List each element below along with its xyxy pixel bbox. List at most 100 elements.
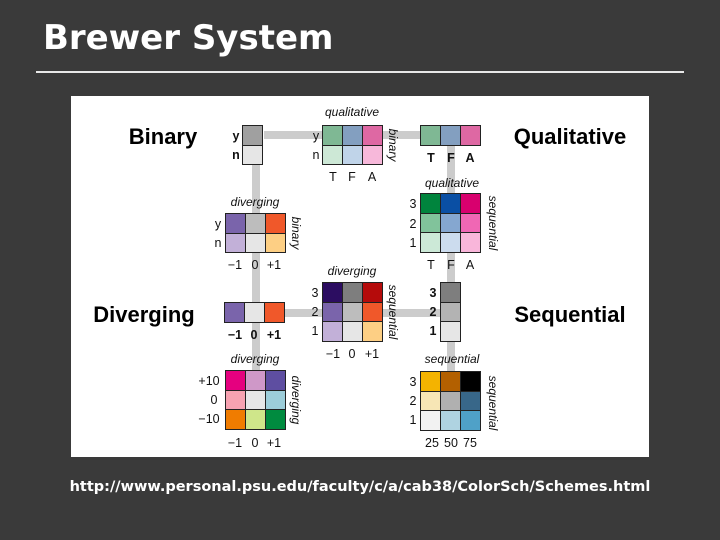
row-label: 2 [429, 305, 437, 319]
col-label: +1 [266, 436, 282, 450]
col-label: T [427, 258, 435, 272]
color-swatch-cell [266, 390, 285, 409]
color-swatch-cell [441, 213, 460, 232]
qualitative-sequential-grid [420, 193, 481, 253]
color-swatch-cell [323, 145, 342, 164]
color-swatch-cell [243, 145, 262, 164]
color-swatch-cell [461, 411, 480, 430]
color-swatch-cell [266, 233, 285, 252]
row-label: n [232, 148, 240, 162]
color-swatch-cell [266, 214, 285, 233]
color-swatch-cell [343, 283, 362, 302]
grid-top-label: diverging [230, 195, 280, 209]
grid-side-label: sequential [386, 284, 400, 340]
row-label: y [232, 129, 240, 143]
color-swatch-cell [323, 322, 342, 341]
connector-binary-diverging [252, 164, 260, 374]
col-label: A [367, 170, 377, 184]
grid-top-label: qualitative [424, 176, 480, 190]
color-swatch-cell [363, 145, 382, 164]
color-swatch-cell [323, 283, 342, 302]
color-swatch-cell [441, 322, 460, 341]
color-swatch-cell [225, 303, 244, 322]
col-label: 75 [463, 436, 477, 450]
diverging-diverging-grid [225, 370, 286, 430]
category-sequential: Sequential [514, 302, 626, 327]
color-swatch-cell [363, 126, 382, 145]
color-swatch-cell [245, 303, 264, 322]
col-label: A [465, 151, 475, 165]
color-swatch-cell [323, 126, 342, 145]
col-label: 25 [425, 436, 439, 450]
brewer-system-diagram: Binary Qualitative Diverging Sequential … [71, 96, 649, 457]
color-swatch-cell [441, 391, 460, 410]
col-label: −1 [227, 436, 243, 450]
color-swatch-cell [266, 410, 285, 429]
color-swatch-cell [421, 372, 440, 391]
col-label: 0 [250, 328, 258, 342]
col-label: −1 [325, 347, 341, 361]
grid-side-label: diverging [289, 375, 303, 425]
row-label: +10 [198, 374, 220, 388]
color-swatch-cell [343, 322, 362, 341]
category-qualitative: Qualitative [513, 124, 627, 149]
sequential-swatch [440, 282, 461, 342]
color-swatch-cell [421, 194, 440, 213]
color-swatch-cell [421, 126, 440, 145]
color-swatch-cell [246, 214, 265, 233]
color-swatch-cell [441, 194, 460, 213]
col-label: +1 [364, 347, 380, 361]
row-label: 3 [311, 286, 319, 300]
color-swatch-cell [243, 126, 262, 145]
binary-swatch [242, 125, 263, 165]
color-swatch-cell [226, 214, 245, 233]
grid-top-label: diverging [327, 264, 377, 278]
grid-side-label: sequential [486, 195, 500, 251]
color-swatch-cell [441, 372, 460, 391]
color-swatch-cell [246, 390, 265, 409]
connector-qualbin-qualitative [382, 131, 422, 139]
color-swatch-cell [265, 303, 284, 322]
color-swatch-cell [441, 302, 460, 321]
row-label: 3 [429, 286, 437, 300]
color-swatch-cell [461, 233, 480, 252]
color-swatch-cell [246, 233, 265, 252]
color-swatch-cell [421, 233, 440, 252]
col-label: F [447, 151, 455, 165]
row-label: 2 [311, 305, 319, 319]
grid-top-label: sequential [424, 352, 480, 366]
diverging-sequential-grid [322, 282, 383, 342]
qualitative-binary-grid [322, 125, 383, 165]
color-swatch-cell [421, 391, 440, 410]
grid-side-label: binary [289, 216, 303, 250]
color-swatch-cell [363, 283, 382, 302]
color-swatch-cell [323, 302, 342, 321]
row-label: 0 [210, 393, 218, 407]
slide-title: Brewer System [43, 18, 334, 58]
sequential-sequential-grid [420, 371, 481, 431]
color-swatch-cell [266, 371, 285, 390]
color-swatch-cell [363, 322, 382, 341]
connector-sequential-seqseq [447, 342, 455, 372]
color-swatch-cell [441, 126, 460, 145]
color-swatch-cell [246, 371, 265, 390]
col-label: +1 [266, 328, 282, 342]
row-label: n [312, 148, 320, 162]
color-swatch-cell [226, 390, 245, 409]
row-label: n [214, 236, 222, 250]
source-url: http://www.personal.psu.edu/faculty/c/a/… [69, 479, 651, 495]
color-swatch-cell [421, 213, 440, 232]
color-swatch-cell [461, 372, 480, 391]
grid-side-label: binary [386, 128, 400, 162]
grid-top-label: qualitative [324, 105, 380, 119]
grid-top-label: diverging [230, 352, 280, 366]
col-label: 50 [444, 436, 458, 450]
grid-side-label: sequential [486, 375, 500, 431]
col-label: T [329, 170, 337, 184]
row-label: −10 [198, 412, 220, 426]
col-label: −1 [227, 328, 243, 342]
color-swatch-cell [461, 194, 480, 213]
col-label: +1 [266, 258, 282, 272]
color-swatch-cell [461, 391, 480, 410]
color-swatch-cell [343, 145, 362, 164]
